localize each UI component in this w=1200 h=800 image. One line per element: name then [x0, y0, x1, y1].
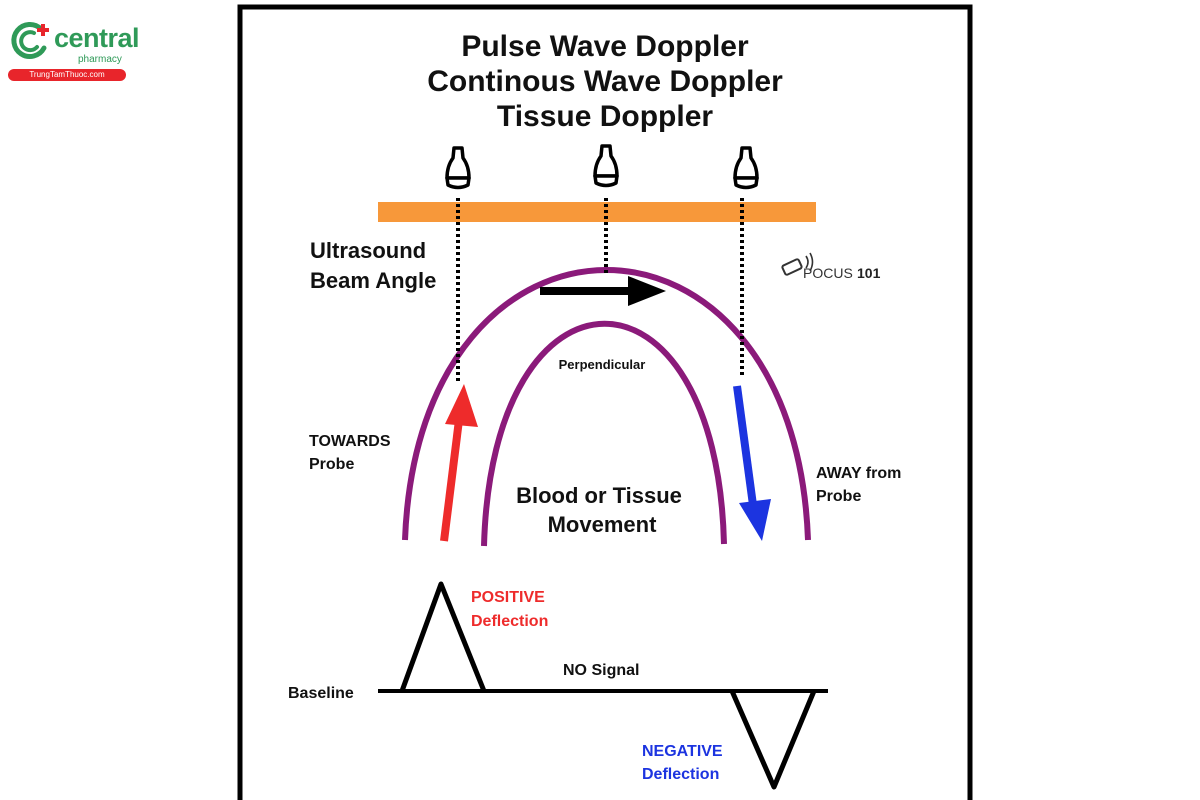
central-pharmacy-logo-icon: [11, 22, 49, 59]
logo-url-badge: TrungTamThuoc.com: [8, 69, 126, 81]
negative-label-line-2: Deflection: [642, 766, 719, 783]
movement-label-line-2: Movement: [548, 512, 657, 537]
ultrasound-probe-icon: [733, 146, 759, 190]
away-flow-arrow: [733, 385, 771, 541]
movement-label-line-1: Blood or Tissue: [516, 483, 682, 508]
beam-angle-label-line-1: Ultrasound: [310, 238, 426, 263]
central-pharmacy-logo: central pharmacy TrungTamThuoc.com: [6, 20, 140, 84]
towards-label-line-1: TOWARDS: [309, 433, 391, 450]
positive-label-line-2: Deflection: [471, 613, 548, 630]
pocus-probe-icon: [781, 252, 814, 276]
no-signal-label: NO Signal: [563, 662, 639, 679]
logo-subtitle: pharmacy: [78, 54, 122, 65]
baseline-label: Baseline: [288, 685, 354, 702]
title-line-3: Tissue Doppler: [497, 100, 713, 133]
skin-surface-bar: [378, 202, 816, 222]
vessel-inner-wall: [481, 320, 727, 547]
title-line-1: Pulse Wave Doppler: [461, 30, 749, 63]
negative-label-line-1: NEGATIVE: [642, 743, 723, 760]
towards-label-line-2: Probe: [309, 456, 354, 473]
flow-arrow-perpendicular: [540, 276, 666, 306]
logo-wordmark: central: [54, 23, 140, 53]
away-label-line-1: AWAY from: [816, 465, 901, 482]
ultrasound-probe-icon: [593, 144, 619, 188]
title-line-2: Continous Wave Doppler: [427, 65, 783, 98]
pocus-brand-number: 101: [857, 265, 881, 281]
away-label-line-2: Probe: [816, 488, 861, 505]
beam-angle-label-line-2: Beam Angle: [310, 268, 436, 293]
positive-deflection-peak: [399, 581, 487, 692]
positive-label-line-1: POSITIVE: [471, 589, 545, 606]
negative-deflection-trough: [729, 689, 817, 790]
perpendicular-label: Perpendicular: [559, 357, 646, 372]
ultrasound-probe-icon: [445, 146, 471, 190]
pocus-brand-word: POCUS: [803, 265, 853, 281]
diagram-frame: [237, 4, 973, 800]
towards-flow-arrow: [440, 384, 478, 542]
